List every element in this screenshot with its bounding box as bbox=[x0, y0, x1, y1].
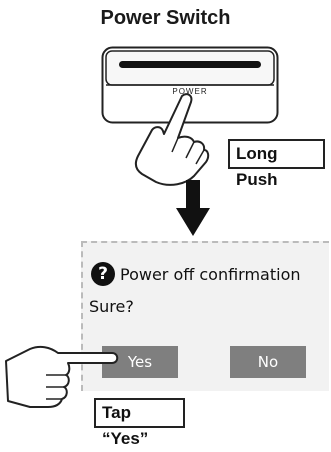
power-switch-device bbox=[101, 46, 279, 124]
diagram-title: Power Switch bbox=[100, 7, 231, 29]
yes-button[interactable]: Yes bbox=[102, 346, 178, 378]
hand-pointer-icon bbox=[5, 345, 119, 408]
long-push-label: Long Push bbox=[228, 139, 325, 189]
down-arrow-icon bbox=[176, 180, 210, 236]
dialog-title-text: Power off confirmation bbox=[120, 264, 301, 284]
power-label: POWER bbox=[172, 87, 208, 96]
power-off-dialog: ? Power off confirmation Sure? Yes No bbox=[81, 241, 329, 391]
dialog-title: ? Power off confirmation bbox=[91, 262, 301, 286]
hand-pointer-icon bbox=[134, 93, 210, 186]
tap-yes-label: Tap “Yes” bbox=[94, 398, 185, 448]
no-button[interactable]: No bbox=[230, 346, 306, 378]
dialog-message: Sure? bbox=[89, 297, 134, 316]
question-icon: ? bbox=[91, 262, 115, 286]
